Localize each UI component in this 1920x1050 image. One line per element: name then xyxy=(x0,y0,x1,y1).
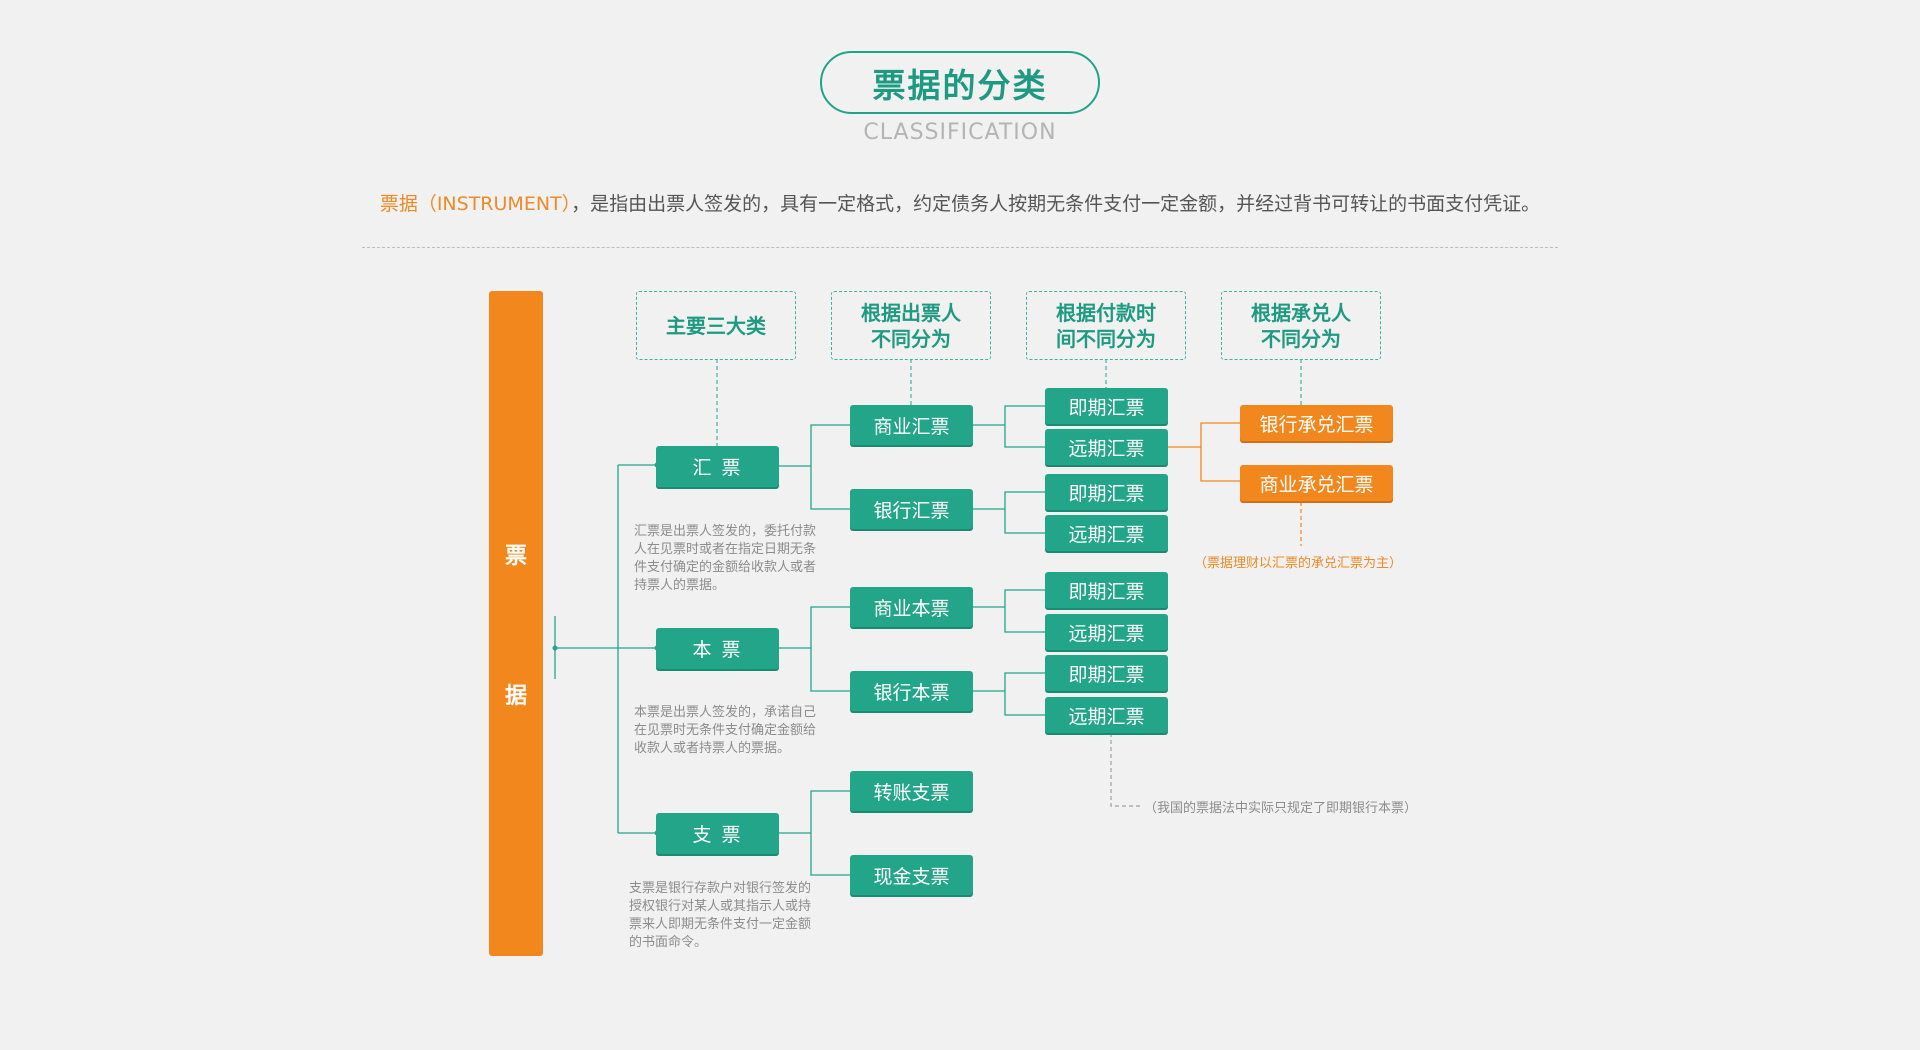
node-benpiao: 本 票 xyxy=(656,628,779,669)
root-char-1: 票 xyxy=(504,543,527,569)
page-subtitle: CLASSIFICATION xyxy=(863,120,1057,145)
header-by-payment-time: 根据付款时间不同分为 xyxy=(1026,291,1186,360)
root-node-piaoju: 票 据 xyxy=(489,291,543,956)
desc-huipiao: 汇票是出票人签发的，委托付款人在见票时或者在指定日期无条件支付确定的金额给收款人… xyxy=(634,524,817,593)
header-by-acceptor-line1: 根据承兑人 xyxy=(1251,300,1351,325)
node-bank-huipiao: 银行汇票 xyxy=(850,489,973,529)
node-commercial-benpiao-sight: 即期汇票 xyxy=(1045,572,1168,608)
node-transfer-cheque: 转账支票 xyxy=(850,771,973,811)
page-title: 票据的分类 xyxy=(820,51,1100,114)
node-bank-huipiao-sight: 即期汇票 xyxy=(1045,474,1168,510)
node-commercial-acceptance: 商业承兑汇票 xyxy=(1240,465,1393,501)
intro-text: 票据（INSTRUMENT），是指由出票人签发的，具有一定格式，约定债务人按期无… xyxy=(0,189,1920,216)
header-by-acceptor-text: 根据承兑人不同分为 xyxy=(1251,300,1351,352)
node-commercial-huipiao-term: 远期汇票 xyxy=(1045,429,1168,465)
node-zhipiao: 支 票 xyxy=(656,813,779,854)
header-by-payment-line2: 间不同分为 xyxy=(1056,326,1156,351)
intro-definition: ，是指由出票人签发的，具有一定格式，约定债务人按期无条件支付一定金额，并经过背书… xyxy=(571,193,1541,215)
header-by-drawer-text: 根据出票人不同分为 xyxy=(861,300,961,352)
note-law: （我国的票据法中实际只规定了即期银行本票） xyxy=(1144,801,1418,816)
node-bank-benpiao-sight: 即期汇票 xyxy=(1045,655,1168,691)
header-main-label: 主要三大类 xyxy=(666,313,766,338)
header-main-categories: 主要三大类 xyxy=(636,291,796,360)
header-by-acceptor-line2: 不同分为 xyxy=(1261,326,1341,351)
node-bank-benpiao: 银行本票 xyxy=(850,671,973,711)
header-by-drawer-line2: 不同分为 xyxy=(871,326,951,351)
node-commercial-huipiao-sight: 即期汇票 xyxy=(1045,388,1168,424)
header-by-drawer: 根据出票人不同分为 xyxy=(831,291,991,360)
header-by-acceptor: 根据承兑人不同分为 xyxy=(1221,291,1381,360)
root-char-2: 据 xyxy=(504,683,527,709)
note-acceptance: （票据理财以汇票的承兑汇票为主） xyxy=(1194,556,1403,571)
desc-benpiao: 本票是出票人签发的，承诺自己在见票时无条件支付确定金额给收款人或者持票人的票据。 xyxy=(634,705,817,756)
node-bank-benpiao-term: 远期汇票 xyxy=(1045,697,1168,733)
divider xyxy=(362,247,1558,248)
node-commercial-huipiao: 商业汇票 xyxy=(850,405,973,445)
node-cash-cheque: 现金支票 xyxy=(850,855,973,895)
desc-zhipiao: 支票是银行存款户对银行签发的授权银行对某人或其指示人或持票来人即期无条件支付一定… xyxy=(629,881,812,950)
intro-term: 票据（INSTRUMENT） xyxy=(379,193,572,215)
node-huipiao: 汇 票 xyxy=(656,446,779,487)
node-bank-huipiao-term: 远期汇票 xyxy=(1045,515,1168,551)
header-by-payment-text: 根据付款时间不同分为 xyxy=(1056,300,1156,352)
node-bank-acceptance: 银行承兑汇票 xyxy=(1240,405,1393,441)
node-commercial-benpiao: 商业本票 xyxy=(850,587,973,627)
node-commercial-benpiao-term: 远期汇票 xyxy=(1045,614,1168,650)
header-by-drawer-line1: 根据出票人 xyxy=(861,300,961,325)
header-by-payment-line1: 根据付款时 xyxy=(1056,300,1156,325)
